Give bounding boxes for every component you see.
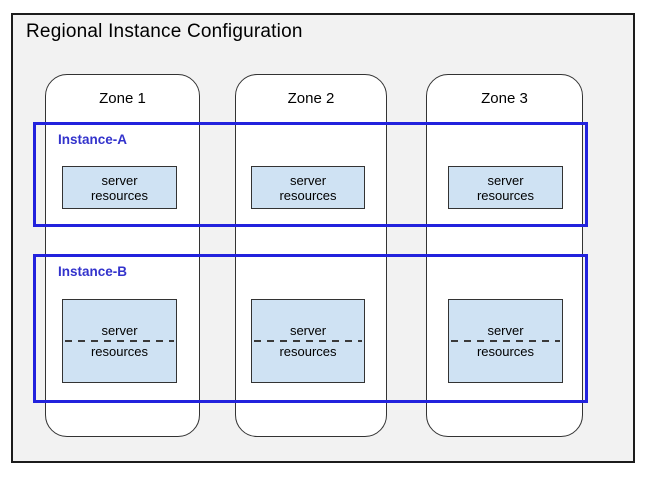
- zone-1-label: Zone 1: [99, 90, 146, 107]
- dashed-divider-line: [65, 340, 174, 342]
- server-resources-label-line1: server: [101, 172, 138, 188]
- dashed-divider-line: [254, 340, 362, 342]
- server-resources-box-divided: server resources: [62, 299, 177, 383]
- server-resources-box-divided: server resources: [448, 299, 563, 383]
- server-resources-label-line2: resources: [279, 344, 337, 359]
- diagram-title: Regional Instance Configuration: [26, 21, 303, 42]
- server-resources-box: server resources: [448, 166, 563, 209]
- server-resources-label-line2: resources: [90, 187, 149, 203]
- dashed-divider-line: [451, 340, 560, 342]
- server-resources-box: server resources: [62, 166, 177, 209]
- server-resources-label-line1: server: [101, 323, 138, 338]
- server-resources-label-line1: server: [289, 323, 327, 338]
- instance-b-box: Instance-B: [33, 254, 588, 403]
- server-resources-label-line1: server: [289, 172, 327, 188]
- zone-3-label: Zone 3: [481, 90, 528, 107]
- server-resources-label-line1: server: [487, 323, 524, 338]
- server-resources-box-divided: server resources: [251, 299, 365, 383]
- instance-b-label: Instance-B: [58, 264, 128, 279]
- server-resources-label-line1: server: [487, 172, 524, 188]
- server-resources-label-line2: resources: [476, 344, 535, 359]
- zone-2-label: Zone 2: [287, 90, 335, 107]
- server-resources-label-line2: resources: [90, 344, 149, 359]
- server-resources-label-line2: resources: [476, 187, 535, 203]
- instance-a-label: Instance-A: [58, 132, 128, 147]
- instance-a-box: Instance-A: [33, 122, 588, 227]
- server-resources-label-line2: resources: [279, 187, 337, 203]
- server-resources-box: server resources: [251, 166, 365, 209]
